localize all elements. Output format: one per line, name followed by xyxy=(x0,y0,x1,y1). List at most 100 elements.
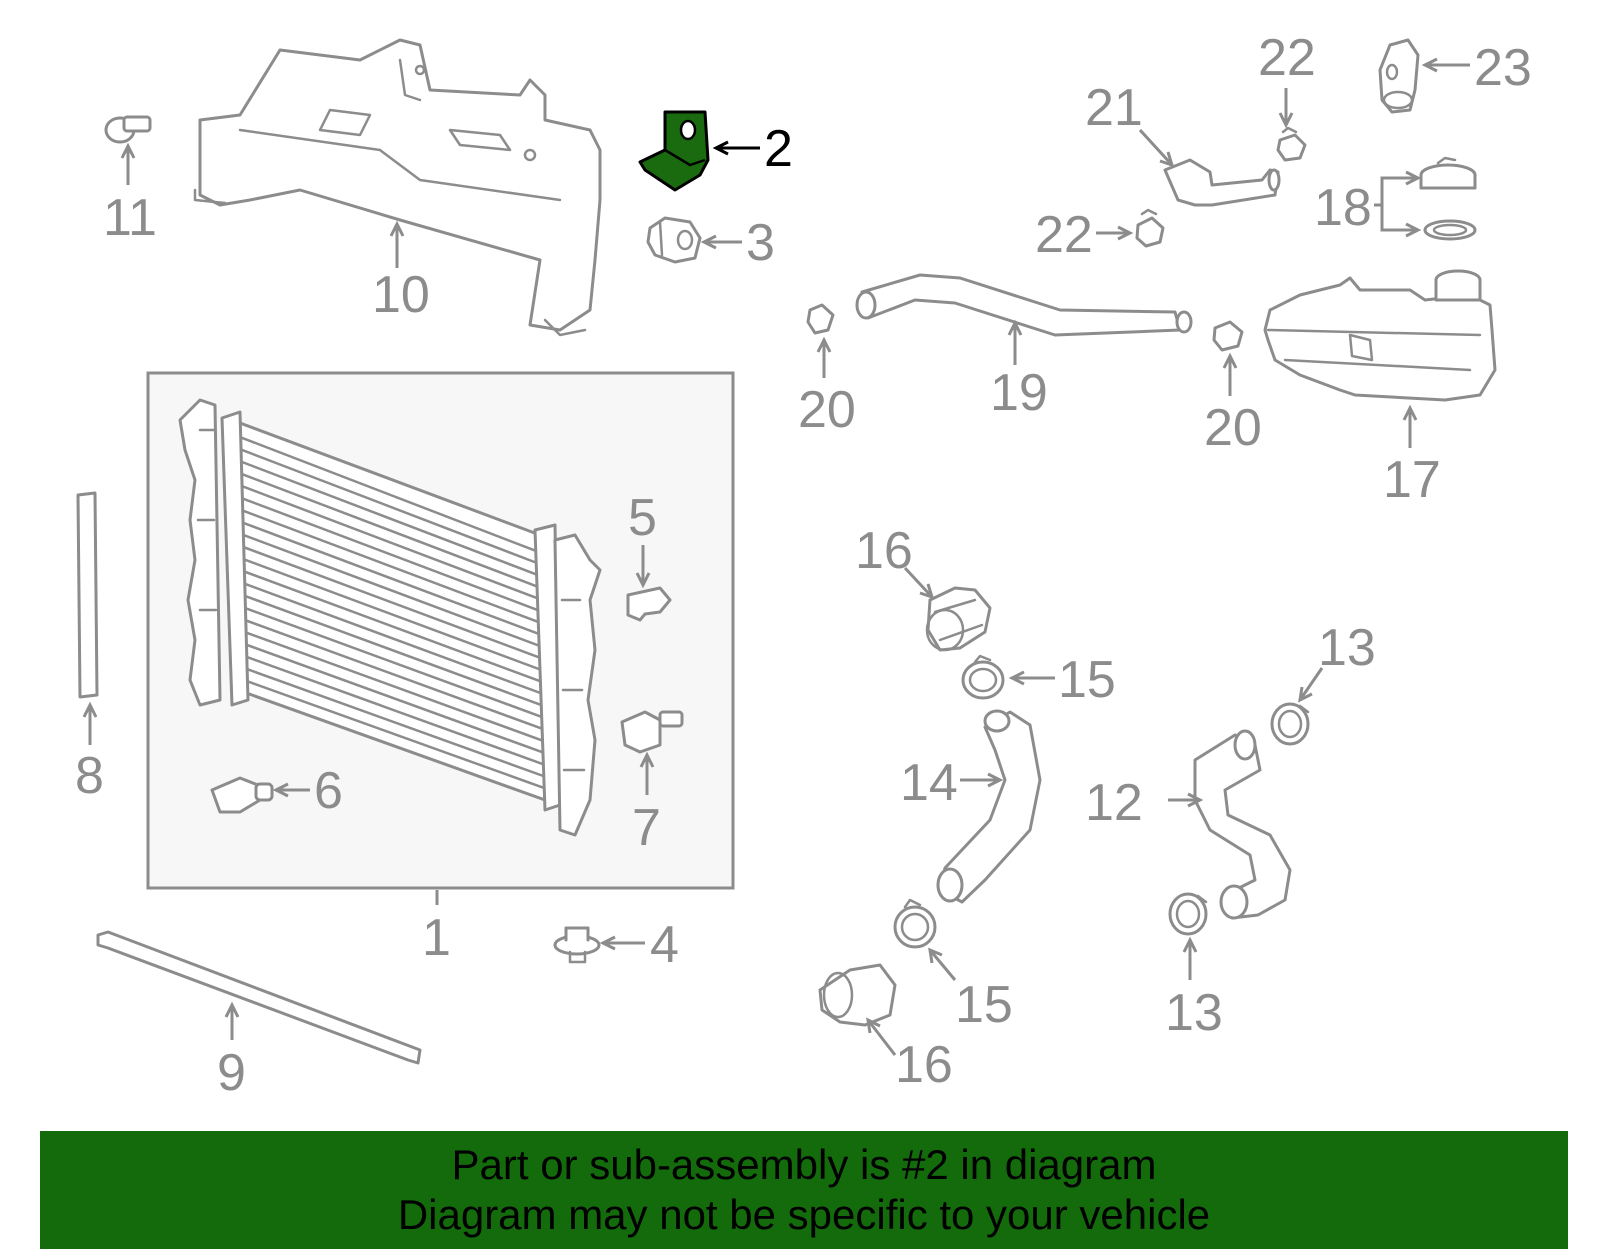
arrow-4 xyxy=(599,935,616,951)
radiator-fin-line xyxy=(238,471,541,589)
callout-20a: 20 xyxy=(798,381,856,439)
radiator-fin-line xyxy=(236,676,546,790)
callout-22b: 22 xyxy=(1035,206,1093,264)
arrow-21 xyxy=(1159,151,1175,168)
radiator-fin-line xyxy=(237,628,545,743)
callout-16b: 16 xyxy=(895,1036,953,1094)
callout-20b: 20 xyxy=(1204,399,1262,457)
radiator-fin-line xyxy=(237,592,544,707)
callout-22a: 22 xyxy=(1258,29,1316,87)
part-16-connector-lower xyxy=(818,963,897,1027)
arrow-17 xyxy=(1402,404,1418,421)
radiator-fin-line xyxy=(237,544,543,660)
banner-line-1: Part or sub-assembly is #2 in diagram xyxy=(451,1141,1157,1188)
callout-7: 7 xyxy=(632,799,661,857)
callout-3: 3 xyxy=(746,214,775,272)
part-21-outlet-pipe xyxy=(1163,158,1281,207)
radiator-fin-line xyxy=(238,459,541,577)
leader-18 xyxy=(1374,176,1418,232)
callout-14: 14 xyxy=(900,754,958,812)
radiator-fin-line xyxy=(237,616,545,731)
callout-13b: 13 xyxy=(1165,984,1223,1042)
radiator-fin-line xyxy=(237,604,545,719)
radiator-fin-line xyxy=(237,580,544,695)
info-banner-background xyxy=(40,1131,1568,1249)
callout-9: 9 xyxy=(217,1044,246,1102)
leader-13a xyxy=(1298,667,1324,701)
arrow-2 xyxy=(712,140,729,156)
part-6-drain-plug xyxy=(210,776,274,814)
callout-15a: 15 xyxy=(1058,651,1116,709)
leader-16a xyxy=(903,566,934,599)
radiator-fin-line xyxy=(237,556,543,672)
radiator-fin-line xyxy=(237,568,544,684)
part-19-overflow-hose xyxy=(855,273,1193,337)
radiator-fin-line xyxy=(238,496,542,613)
part-10-air-baffle xyxy=(193,38,602,337)
part-8-side-seal xyxy=(76,491,99,699)
part-13-clamp-upper xyxy=(1270,702,1310,746)
part-13-clamp-lower xyxy=(1168,892,1208,936)
radiator-fin-line xyxy=(237,532,543,648)
radiator-fin-line xyxy=(237,640,545,754)
leader-15b xyxy=(928,949,957,981)
part-5-sensor xyxy=(626,586,672,622)
part-4-push-pin xyxy=(553,926,601,964)
radiator-fin-line xyxy=(236,664,546,778)
part-14-upper-hose xyxy=(936,709,1042,904)
arrow-16b xyxy=(866,1017,881,1034)
callout-23: 23 xyxy=(1474,39,1532,97)
callout-6: 6 xyxy=(314,762,343,820)
radiator-fin-line xyxy=(238,483,541,601)
arrow-7 xyxy=(639,751,655,768)
part-20-clamp-right xyxy=(1212,320,1244,352)
arrow-18a xyxy=(1405,170,1422,186)
part-11-bolt xyxy=(104,115,152,144)
callout-2: 2 xyxy=(764,120,793,178)
arrow-10 xyxy=(389,220,405,237)
arrow-5 xyxy=(635,572,651,589)
part-23-fitting xyxy=(1378,38,1420,114)
callout-16a: 16 xyxy=(855,522,913,580)
part-18-cap-seal xyxy=(1423,219,1477,241)
arrow-11 xyxy=(120,142,136,159)
arrow-9 xyxy=(224,1001,240,1018)
part-2-bracket xyxy=(638,110,710,192)
arrow-23 xyxy=(1421,57,1438,73)
radiator-core-fins xyxy=(236,435,546,790)
arrow-22a xyxy=(1278,112,1294,129)
callout-12: 12 xyxy=(1085,774,1143,832)
callout-19: 19 xyxy=(990,364,1048,422)
callout-5: 5 xyxy=(628,489,657,547)
arrow-3 xyxy=(700,234,717,250)
radiator-fin-line xyxy=(238,435,540,554)
arrow-13b xyxy=(1182,936,1198,953)
part-12-lower-hose xyxy=(1193,729,1292,920)
arrow-13a xyxy=(1298,686,1313,703)
callout-11: 11 xyxy=(103,189,157,247)
callout-1: 1 xyxy=(422,909,451,967)
arrow-8 xyxy=(82,701,98,718)
part-1-radiator xyxy=(178,398,602,837)
arrow-22b xyxy=(1117,225,1134,241)
info-banner: Part or sub-assembly is #2 in diagram Di… xyxy=(40,1131,1568,1249)
arrow-16a xyxy=(919,583,935,600)
banner-line-2: Diagram may not be specific to your vehi… xyxy=(397,1191,1211,1238)
part-20-clamp-left xyxy=(806,303,835,335)
part-17-coolant-reservoir xyxy=(1263,269,1497,402)
radiator-fin-line xyxy=(238,508,542,624)
callout-15b: 15 xyxy=(955,976,1013,1034)
arrow-15a xyxy=(1008,670,1025,686)
callout-13a: 13 xyxy=(1318,619,1376,677)
part-22-clamp-left xyxy=(1135,208,1165,248)
part-22-clamp-top xyxy=(1276,126,1307,162)
part-3-insulator xyxy=(646,216,702,264)
radiator-fin-line xyxy=(238,520,542,636)
callout-21: 21 xyxy=(1085,79,1143,137)
arrow-20a xyxy=(816,336,832,353)
part-18-reservoir-cap xyxy=(1419,156,1477,190)
arrow-12 xyxy=(1187,792,1204,808)
callout-4: 4 xyxy=(650,916,679,974)
arrow-20b xyxy=(1222,352,1238,369)
